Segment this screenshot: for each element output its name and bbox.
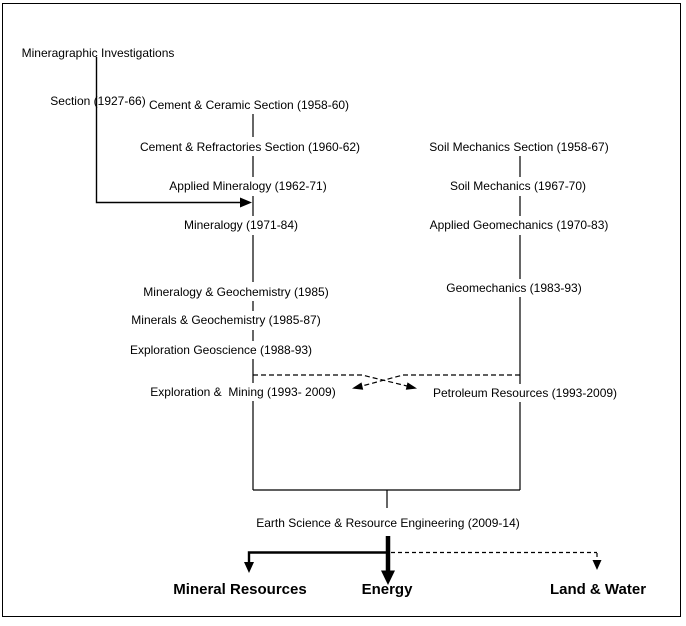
- node-mineragraphic-line1: Mineragraphic Investigations: [21, 46, 175, 60]
- cross-link-to-exploration-mining: [361, 374, 520, 387]
- node-applied-mineralogy: Applied Mineralogy (1962-71): [166, 179, 330, 194]
- node-mineragraphic-line2: Section (1927-66): [50, 94, 146, 108]
- node-earth-science-resource-engineering: Earth Science & Resource Engineering (20…: [253, 516, 523, 531]
- node-mineralogy-geochemistry: Mineralogy & Geochemistry (1985): [140, 285, 332, 300]
- node-exploration-mining: Exploration & Mining (1993- 2009): [147, 385, 339, 400]
- node-mineragraphic-investigations-section: Mineragraphic Investigations Section (19…: [10, 13, 186, 141]
- node-minerals-geochemistry: Minerals & Geochemistry (1985-87): [128, 313, 324, 328]
- node-petroleum-resources: Petroleum Resources (1993-2009): [429, 386, 621, 401]
- diagram-border-frame: [2, 3, 681, 617]
- outcome-land-and-water: Land & Water: [549, 581, 647, 598]
- node-geomechanics: Geomechanics (1983-93): [443, 281, 585, 296]
- node-cement-ceramic-section: Cement & Ceramic Section (1958-60): [145, 98, 353, 113]
- node-mineralogy: Mineralogy (1971-84): [180, 218, 302, 233]
- node-cement-refractories-section: Cement & Refractories Section (1960-62): [136, 140, 364, 155]
- outcome-energy: Energy: [361, 581, 413, 598]
- cross-link-mining-arrowhead: [352, 382, 364, 390]
- outcome-mineral-resources: Mineral Resources: [173, 581, 307, 598]
- node-soil-mechanics-section: Soil Mechanics Section (1958-67): [426, 140, 612, 155]
- node-applied-geomechanics: Applied Geomechanics (1970-83): [426, 218, 612, 233]
- land-water-branch-line: [391, 551, 598, 561]
- mineral-resources-arrowhead: [244, 562, 254, 573]
- energy-arrowhead: [381, 570, 395, 585]
- root-branch-arrowhead: [240, 197, 252, 208]
- node-exploration-geoscience: Exploration Geoscience (1988-93): [126, 343, 316, 358]
- root-branch-line: [95, 57, 241, 204]
- cross-link-to-petroleum: [253, 374, 408, 387]
- merge-connector-line: [253, 489, 520, 508]
- cross-link-petroleum-arrowhead: [405, 382, 417, 390]
- land-water-arrowhead: [592, 560, 602, 570]
- mineral-resources-branch-line: [247, 551, 387, 564]
- node-soil-mechanics: Soil Mechanics (1967-70): [446, 179, 590, 194]
